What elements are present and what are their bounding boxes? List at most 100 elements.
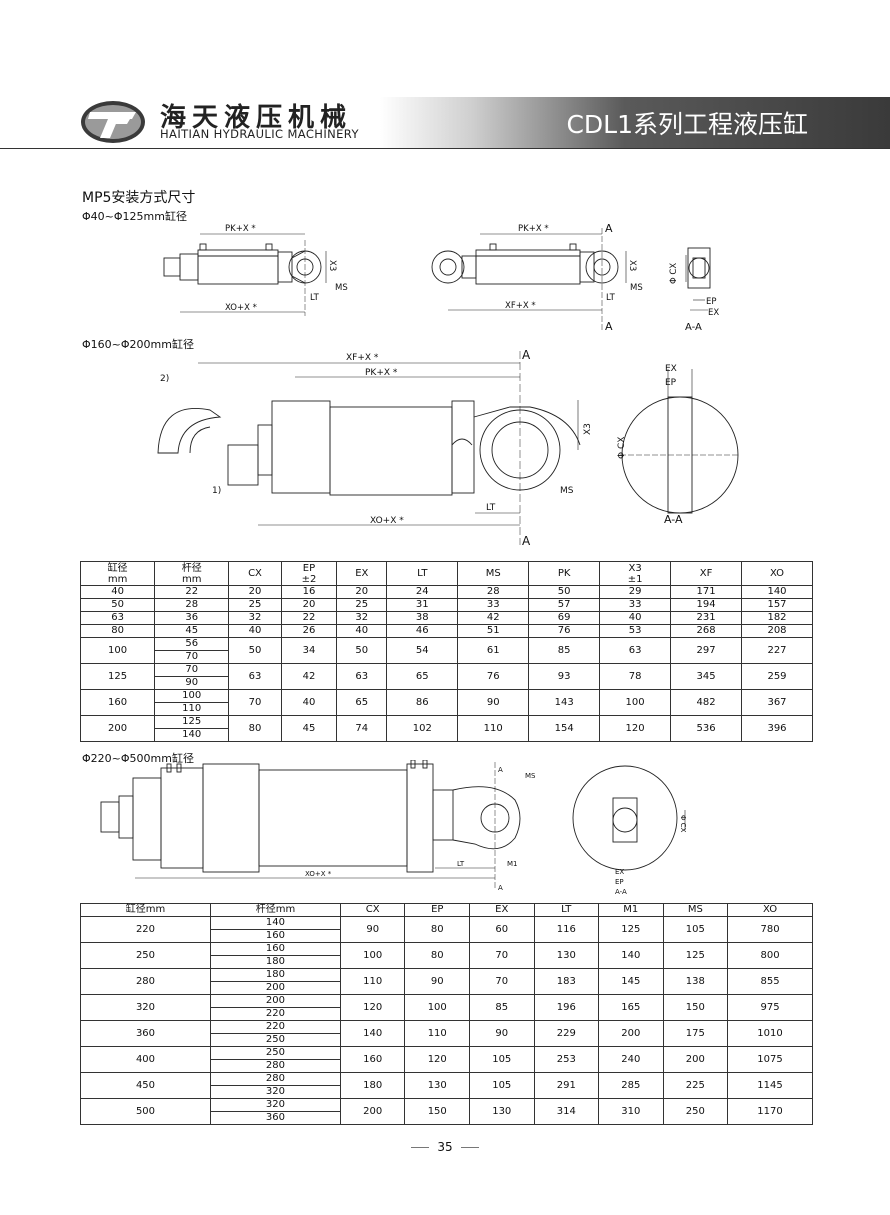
cell-ep: 130	[404, 1072, 470, 1099]
page-footer: 35	[0, 1140, 890, 1154]
cell-ms: 61	[457, 637, 530, 664]
cell-bore: 125	[79, 663, 156, 690]
cell-x3: 63	[599, 637, 672, 664]
cell-ep: 34	[280, 637, 338, 664]
cell-xo: 259	[741, 663, 813, 690]
cell-bore: 100	[79, 637, 156, 664]
cell-cx: 25	[228, 598, 282, 612]
cell-cx: 20	[228, 585, 282, 599]
cell-rod: 56	[154, 637, 230, 651]
cell-xo: 780	[727, 916, 813, 943]
cell-pk: 57	[528, 598, 601, 612]
cell-lt: 46	[386, 624, 459, 638]
header-rod-2: 杆径mm	[209, 903, 341, 917]
cell-ms: 138	[662, 968, 729, 995]
cell-ep: 80	[404, 916, 470, 943]
label-a-top-3: A	[498, 766, 503, 774]
cell-bore: 320	[80, 994, 211, 1021]
header-m1-2: M1	[598, 903, 664, 917]
label-xf: XF+X *	[505, 301, 536, 311]
table-row: 360	[81, 1111, 813, 1125]
cell-x3: 78	[599, 663, 672, 690]
cell-ep: 40	[280, 689, 338, 716]
cell-ms: 42	[457, 611, 530, 625]
label-cx-3: Φ CX	[679, 815, 687, 833]
header-cx-2: CX	[339, 903, 406, 917]
header-bore-2: 缸径mm	[80, 903, 211, 917]
cell-lt: 86	[386, 689, 459, 716]
label-ex-2: EX	[665, 364, 677, 374]
label-ms: MS	[335, 283, 348, 293]
header-cx: CX	[228, 561, 282, 586]
header-rod: 杆径 mm	[154, 561, 230, 586]
cell-xo: 367	[741, 689, 813, 716]
label-x3-3: X3	[583, 423, 593, 435]
cell-rod: 140	[209, 916, 341, 930]
cell-ep: 100	[404, 994, 470, 1021]
header-x3: X3 ±1	[599, 561, 672, 586]
range-label-2: Φ160~Φ200mm缸径	[82, 338, 194, 351]
cell-bore: 40	[79, 585, 156, 599]
cell-lt: 116	[533, 916, 600, 943]
cell-rod: 320	[209, 1098, 341, 1112]
label-a-bottom-2: A	[522, 534, 531, 548]
cell-rod: 280	[209, 1059, 341, 1073]
cell-ex: 105	[469, 1046, 535, 1073]
label-ep-3: EP	[615, 878, 624, 886]
label-ep-2: EP	[665, 378, 677, 388]
cell-ms: 76	[457, 663, 530, 690]
cell-ms: 33	[457, 598, 530, 612]
label-a-top: A	[605, 222, 613, 235]
cell-m1: 145	[598, 968, 664, 995]
cell-xo: 1075	[727, 1046, 813, 1073]
cell-rod: 110	[154, 702, 230, 716]
cell-bore: 500	[80, 1098, 211, 1125]
cell-ex: 90	[469, 1020, 535, 1047]
cell-rod: 28	[154, 598, 230, 612]
cell-ms: 175	[662, 1020, 729, 1047]
cell-x3: 29	[599, 585, 672, 599]
cell-ex: 74	[336, 715, 388, 742]
drawing-mid-bore: XF+X * PK+X * XO+X * LT MS X3 A A 2) 1) …	[157, 348, 740, 548]
cell-xf: 297	[670, 637, 742, 664]
cell-lt: 54	[386, 637, 459, 664]
header-pk: PK	[528, 561, 601, 586]
cell-cx: 32	[228, 611, 282, 625]
label-a-bottom-3: A	[498, 884, 503, 892]
label-ep: EP	[706, 297, 717, 307]
label-cx: Φ CX	[669, 263, 679, 284]
label-xo-3: XO+X *	[305, 870, 332, 878]
cell-bore: 360	[80, 1020, 211, 1047]
cell-pk: 154	[528, 715, 601, 742]
cell-rod: 360	[209, 1111, 341, 1125]
cell-xo: 140	[741, 585, 813, 599]
cell-pk: 76	[528, 624, 601, 638]
cell-xo: 1170	[727, 1098, 813, 1125]
cell-bore: 280	[80, 968, 211, 995]
label-ms-4: MS	[525, 772, 536, 780]
label-xo: XO+X *	[225, 303, 257, 313]
cell-ex: 130	[469, 1098, 535, 1125]
cell-cx: 80	[228, 715, 282, 742]
cell-bore: 50	[79, 598, 156, 612]
cell-ep: 90	[404, 968, 470, 995]
title-band	[380, 97, 890, 148]
cell-lt: 102	[386, 715, 459, 742]
cell-xo: 1145	[727, 1072, 813, 1099]
cell-lt: 31	[386, 598, 459, 612]
cell-xo: 182	[741, 611, 813, 625]
cell-ep: 150	[404, 1098, 470, 1125]
cell-xo: 800	[727, 942, 813, 969]
header-xo: XO	[741, 561, 813, 586]
cell-ms: 28	[457, 585, 530, 599]
cell-lt: 314	[533, 1098, 600, 1125]
table-header-row: 缸径mm 杆径mm CX EP EX LT M1 MS XO	[80, 903, 813, 917]
label-lt-3: LT	[486, 503, 496, 513]
cell-rod: 22	[154, 585, 230, 599]
